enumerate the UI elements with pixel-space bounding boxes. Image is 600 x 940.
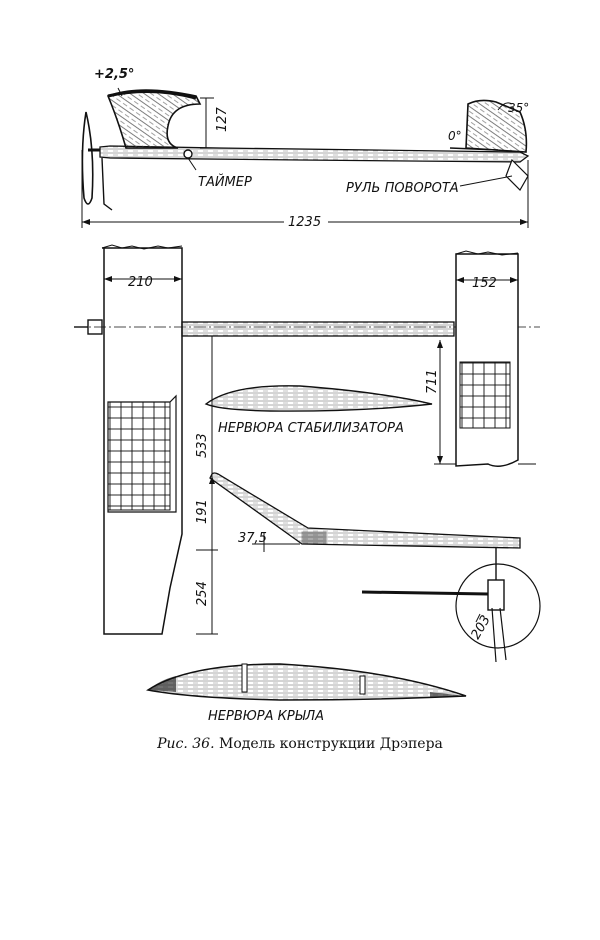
pylon-height-dim: 127 bbox=[215, 106, 230, 132]
side-view bbox=[81, 87, 530, 228]
figure-number: Рис. 36. bbox=[157, 736, 215, 752]
propeller-circle bbox=[455, 563, 541, 649]
top-view bbox=[74, 244, 540, 635]
stab-angle-label: 0° bbox=[448, 129, 462, 143]
pylon bbox=[106, 89, 202, 149]
propeller-side bbox=[81, 111, 94, 205]
figure-title: Модель конструкции Дрэпера bbox=[219, 736, 443, 752]
fuselage-top bbox=[181, 321, 455, 337]
wing-tip-length-dim: 254 bbox=[195, 581, 210, 606]
pylon-angle-label: +2,5° bbox=[94, 67, 134, 82]
stab-span-dim: 711 bbox=[425, 369, 440, 394]
dihedral-height-dim: 191 bbox=[195, 499, 210, 524]
fin-angle-label: 35° bbox=[508, 101, 529, 115]
wing-rib-profile bbox=[146, 663, 467, 701]
overall-length-dim: 1235 bbox=[288, 215, 321, 230]
timer-label: ТАЙМЕР bbox=[198, 174, 252, 190]
stab-chord-dim: 152 bbox=[472, 276, 497, 291]
wing-chord-dim: 210 bbox=[128, 275, 153, 290]
wing-rib-label: НЕРВЮРА КРЫЛА bbox=[208, 709, 324, 724]
rudder-label: РУЛЬ ПОВОРОТА bbox=[346, 181, 459, 196]
front-view-dihedral bbox=[209, 472, 541, 663]
wing-center-span-dim: 533 bbox=[195, 433, 210, 458]
fin bbox=[465, 99, 528, 153]
wing-rib-grid bbox=[107, 401, 171, 511]
prop-dia-dim: 203 bbox=[468, 613, 493, 642]
timer-knob bbox=[183, 149, 193, 159]
tip-offset-dim: 37,5 bbox=[238, 531, 267, 546]
figure-caption: Рис. 36. Модель конструкции Дрэпера bbox=[0, 736, 600, 752]
stab-rib-label: НЕРВЮРА СТАБИЛИЗАТОРА bbox=[218, 421, 404, 436]
stab-rib-grid bbox=[459, 361, 511, 429]
stab-rib-profile bbox=[204, 385, 433, 412]
